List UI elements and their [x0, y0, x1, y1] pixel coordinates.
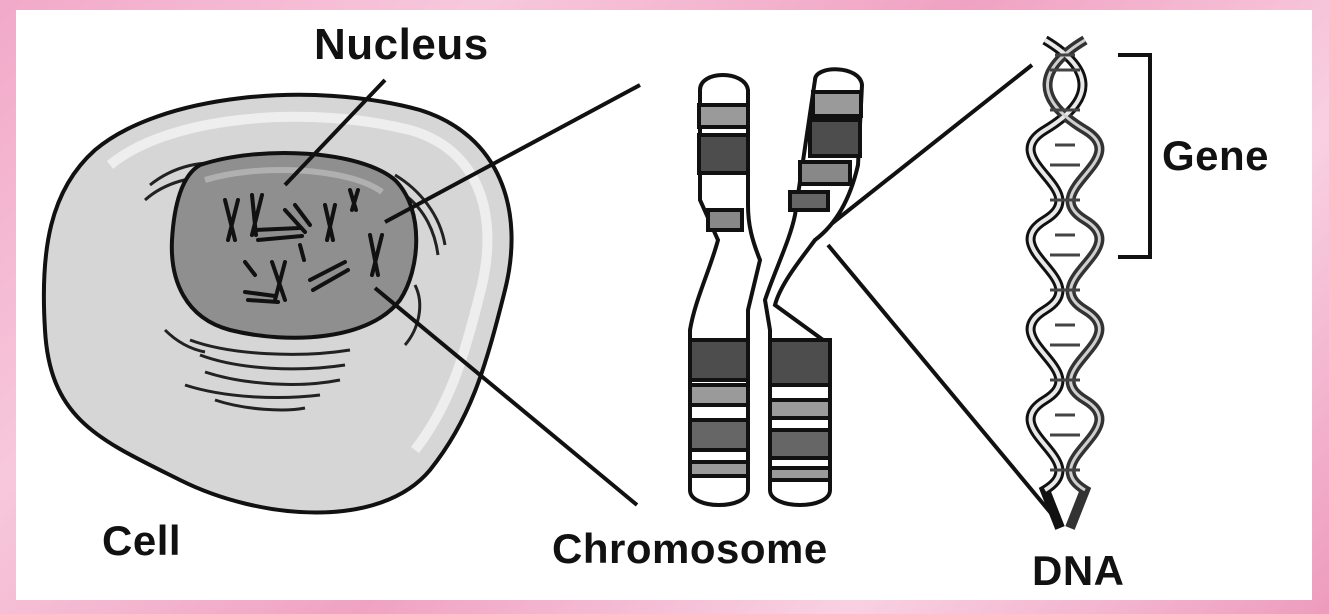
- gene-bracket: [1118, 55, 1150, 257]
- chromosome-illustration: [690, 69, 862, 505]
- gene-label: Gene: [1162, 132, 1269, 180]
- cell-illustration: [44, 95, 512, 513]
- cell-label: Cell: [102, 517, 181, 565]
- dna-label: DNA: [1032, 547, 1125, 595]
- chromosome-label: Chromosome: [552, 525, 828, 573]
- dna-helix: [1031, 40, 1100, 528]
- nucleus-label: Nucleus: [314, 20, 489, 70]
- chromosome-to-dna-line-lower: [828, 245, 1055, 518]
